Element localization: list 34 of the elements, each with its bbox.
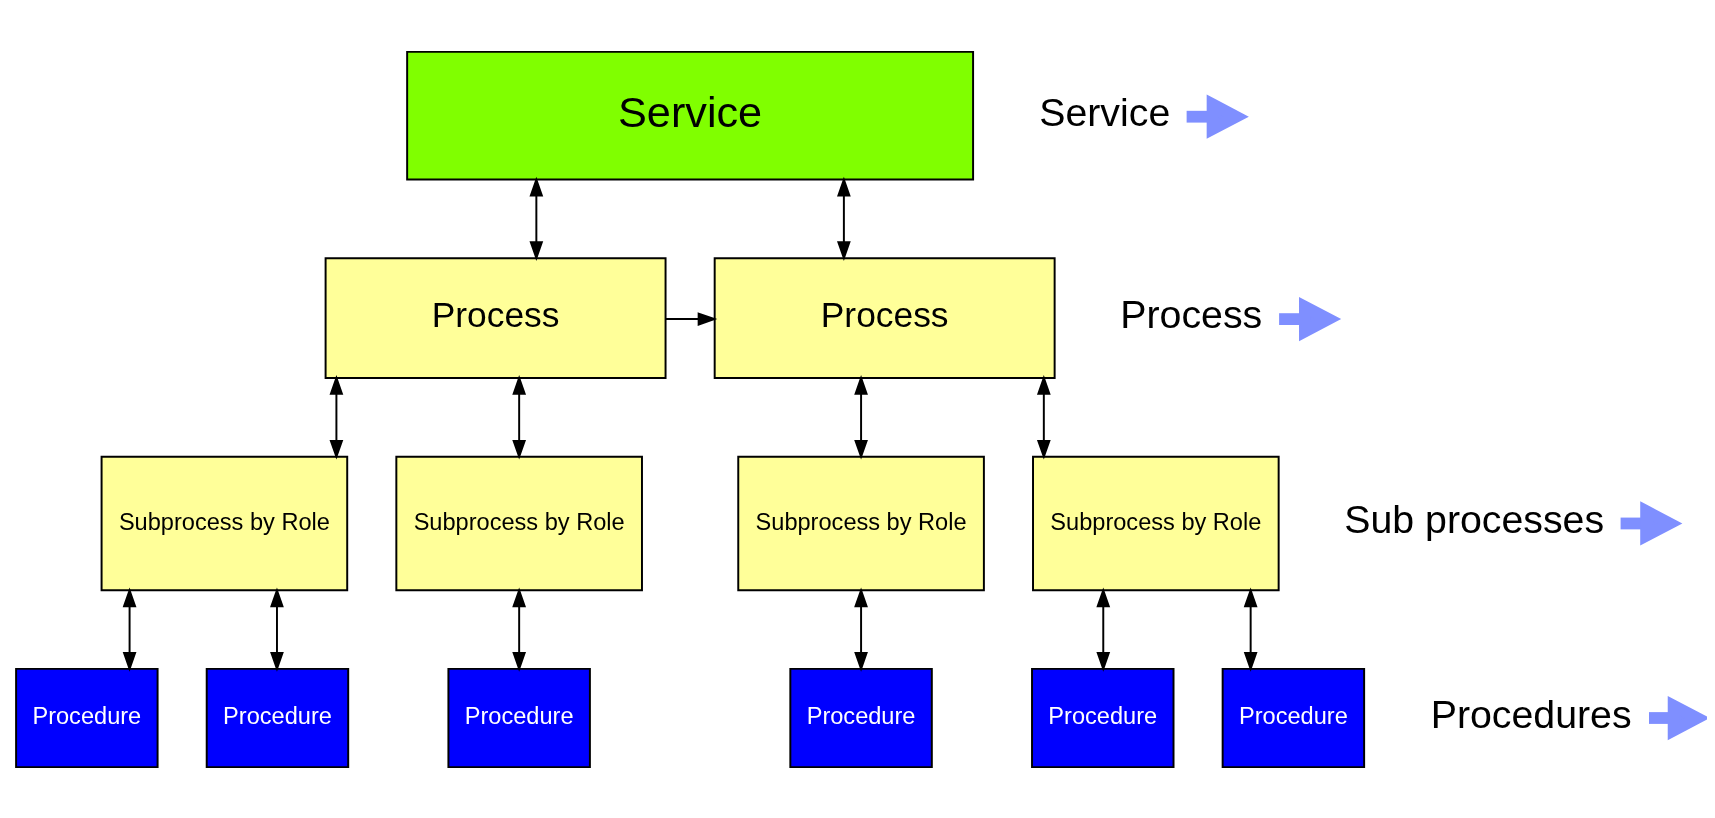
- arrow: [122, 586, 137, 672]
- node-box: Process: [324, 256, 667, 379]
- node-text: Process: [1120, 291, 1263, 336]
- node-box: Procedure: [205, 667, 350, 768]
- arrow: [1036, 374, 1051, 460]
- arrow: [1620, 500, 1683, 546]
- node-box: Procedure: [1221, 667, 1366, 768]
- arrow: [529, 176, 544, 261]
- arrow: [512, 586, 527, 672]
- arrow: [1186, 94, 1249, 139]
- node-box: Procedure: [1031, 667, 1175, 768]
- node-box: Subprocess by Role: [737, 455, 985, 591]
- node-box: Subprocess by Role: [395, 455, 643, 591]
- arrow: [854, 374, 868, 460]
- node-box: Process: [713, 256, 1056, 379]
- arrow: [1649, 695, 1707, 740]
- arrow: [664, 311, 718, 326]
- arrow: [512, 374, 527, 460]
- arrow: [270, 586, 284, 672]
- arrow: [1096, 586, 1111, 672]
- arrow: [1279, 296, 1342, 341]
- arrow: [837, 176, 851, 261]
- node-text: Service: [1039, 89, 1171, 134]
- arrow: [854, 586, 868, 672]
- node-box: Procedure: [15, 667, 159, 768]
- node-box: Procedure: [789, 667, 933, 768]
- arrow: [329, 374, 344, 460]
- node-box: Procedure: [447, 667, 591, 768]
- node-text: Sub processes: [1344, 496, 1605, 541]
- node-box: Subprocess by Role: [1032, 455, 1280, 591]
- node-text: Procedures: [1430, 691, 1632, 736]
- node-box: Service: [406, 50, 975, 181]
- node-box: Subprocess by Role: [100, 455, 349, 591]
- arrow: [1243, 586, 1258, 672]
